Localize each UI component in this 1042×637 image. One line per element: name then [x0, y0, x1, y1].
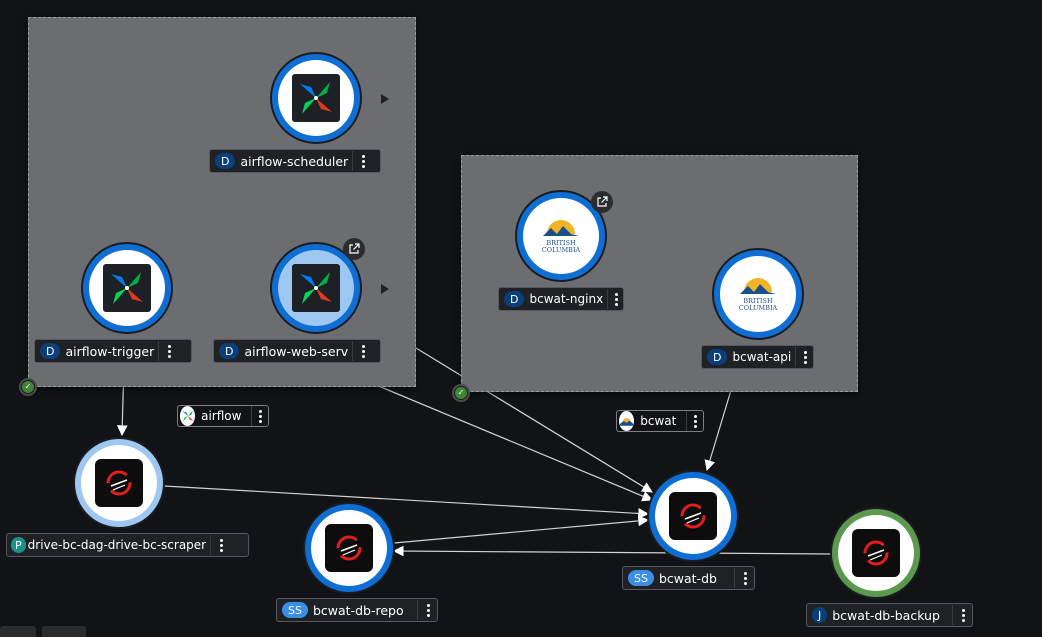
- openshift-icon: [669, 492, 717, 540]
- bc-logo-line1: BRITISH: [546, 239, 576, 247]
- node-menu-icon[interactable]: [352, 341, 370, 361]
- node-menu-icon[interactable]: [607, 289, 621, 309]
- node-menu-icon[interactable]: [158, 341, 176, 361]
- db-repo-to-db-edge[interactable]: [383, 515, 650, 550]
- drive-bc-scraper-label[interactable]: P drive-bc-dag-drive-bc-scraper: [6, 533, 249, 557]
- bcwat-db-node[interactable]: [647, 470, 739, 562]
- zoom-out-button[interactable]: [42, 626, 86, 637]
- deployment-badge: D: [504, 291, 525, 307]
- airflow-group-menu-icon[interactable]: [251, 406, 266, 426]
- db-backup-to-db-repo-edge[interactable]: [392, 545, 832, 557]
- node-name: bcwat-db-backup: [832, 607, 940, 623]
- node-name: airflow-web-serv: [244, 343, 349, 359]
- airflow-icon: [180, 406, 196, 426]
- statefulset-badge: SS: [282, 602, 308, 618]
- bc-logo-line2: COLUMBIA: [542, 246, 581, 254]
- british-columbia-icon: [619, 411, 635, 431]
- airflow-trigger-label[interactable]: D airflow-trigger: [34, 339, 192, 363]
- node-menu-icon[interactable]: [734, 568, 752, 588]
- node-name: airflow-scheduler: [240, 153, 349, 169]
- airflow-group-name: airflow: [201, 409, 242, 423]
- bc-logo-line2: COLUMBIA: [739, 304, 778, 312]
- node-menu-icon[interactable]: [417, 600, 435, 620]
- bcwat-db-label[interactable]: SS bcwat-db: [622, 566, 755, 590]
- bcwat-group-name: bcwat: [640, 414, 677, 428]
- airflow-group[interactable]: [28, 17, 416, 387]
- node-menu-icon[interactable]: [952, 605, 970, 625]
- scraper-to-db-edge[interactable]: [163, 485, 650, 519]
- open-url-icon[interactable]: [343, 238, 365, 260]
- node-name: bcwat-nginx: [529, 292, 604, 306]
- deployment-badge: D: [219, 343, 240, 359]
- airflow-web-server-node[interactable]: [270, 242, 362, 334]
- bc-logo-line1: BRITISH: [743, 297, 773, 305]
- airflow-icon: [103, 264, 151, 312]
- bcwat-status-check-icon: ✓: [452, 384, 470, 402]
- node-name: airflow-trigger: [65, 343, 155, 359]
- bcwat-nginx-label[interactable]: D bcwat-nginx: [498, 287, 624, 311]
- airflow-scheduler-node[interactable]: [270, 52, 362, 144]
- airflow-icon: [292, 74, 340, 122]
- airflow-trigger-node[interactable]: [81, 242, 173, 334]
- bcwat-db-backup-label[interactable]: J bcwat-db-backup: [806, 603, 973, 627]
- expand-arrow-icon[interactable]: [381, 94, 389, 104]
- deployment-badge: D: [215, 153, 236, 169]
- openshift-icon: [852, 529, 900, 577]
- airflow-group-label[interactable]: airflow: [177, 405, 269, 427]
- node-name: bcwat-db-repo: [312, 602, 404, 618]
- statefulset-badge: SS: [628, 570, 654, 586]
- expand-arrow-icon[interactable]: [381, 284, 389, 294]
- drive-bc-scraper-node[interactable]: [73, 437, 165, 529]
- open-url-icon[interactable]: [591, 191, 613, 213]
- node-menu-icon[interactable]: [352, 151, 370, 171]
- deployment-badge: D: [707, 349, 728, 365]
- node-menu-icon[interactable]: [210, 535, 228, 555]
- airflow-scheduler-label[interactable]: D airflow-scheduler: [209, 149, 381, 173]
- bcwat-db-repo-label[interactable]: SS bcwat-db-repo: [276, 598, 438, 622]
- deployment-badge: D: [40, 343, 61, 359]
- node-name: drive-bc-dag-drive-bc-scraper: [27, 538, 207, 552]
- node-name: bcwat-db: [658, 570, 717, 586]
- openshift-icon: [95, 459, 143, 507]
- openshift-icon: [325, 524, 373, 572]
- node-menu-icon[interactable]: [795, 347, 811, 367]
- airflow-icon: [292, 264, 340, 312]
- job-badge: J: [812, 607, 828, 623]
- bcwat-db-repo-node[interactable]: [303, 502, 395, 594]
- airflow-status-check-icon: ✓: [19, 378, 37, 396]
- bcwat-group-menu-icon[interactable]: [686, 411, 701, 431]
- bcwat-api-label[interactable]: D bcwat-api: [701, 345, 814, 369]
- node-name: bcwat-api: [732, 350, 792, 364]
- bcwat-group-label[interactable]: bcwat: [616, 410, 704, 432]
- airflow-web-server-label[interactable]: D airflow-web-serv: [213, 339, 381, 363]
- pod-badge: P: [11, 537, 26, 553]
- bcwat-db-backup-node[interactable]: [830, 507, 922, 599]
- zoom-in-button[interactable]: [0, 626, 36, 637]
